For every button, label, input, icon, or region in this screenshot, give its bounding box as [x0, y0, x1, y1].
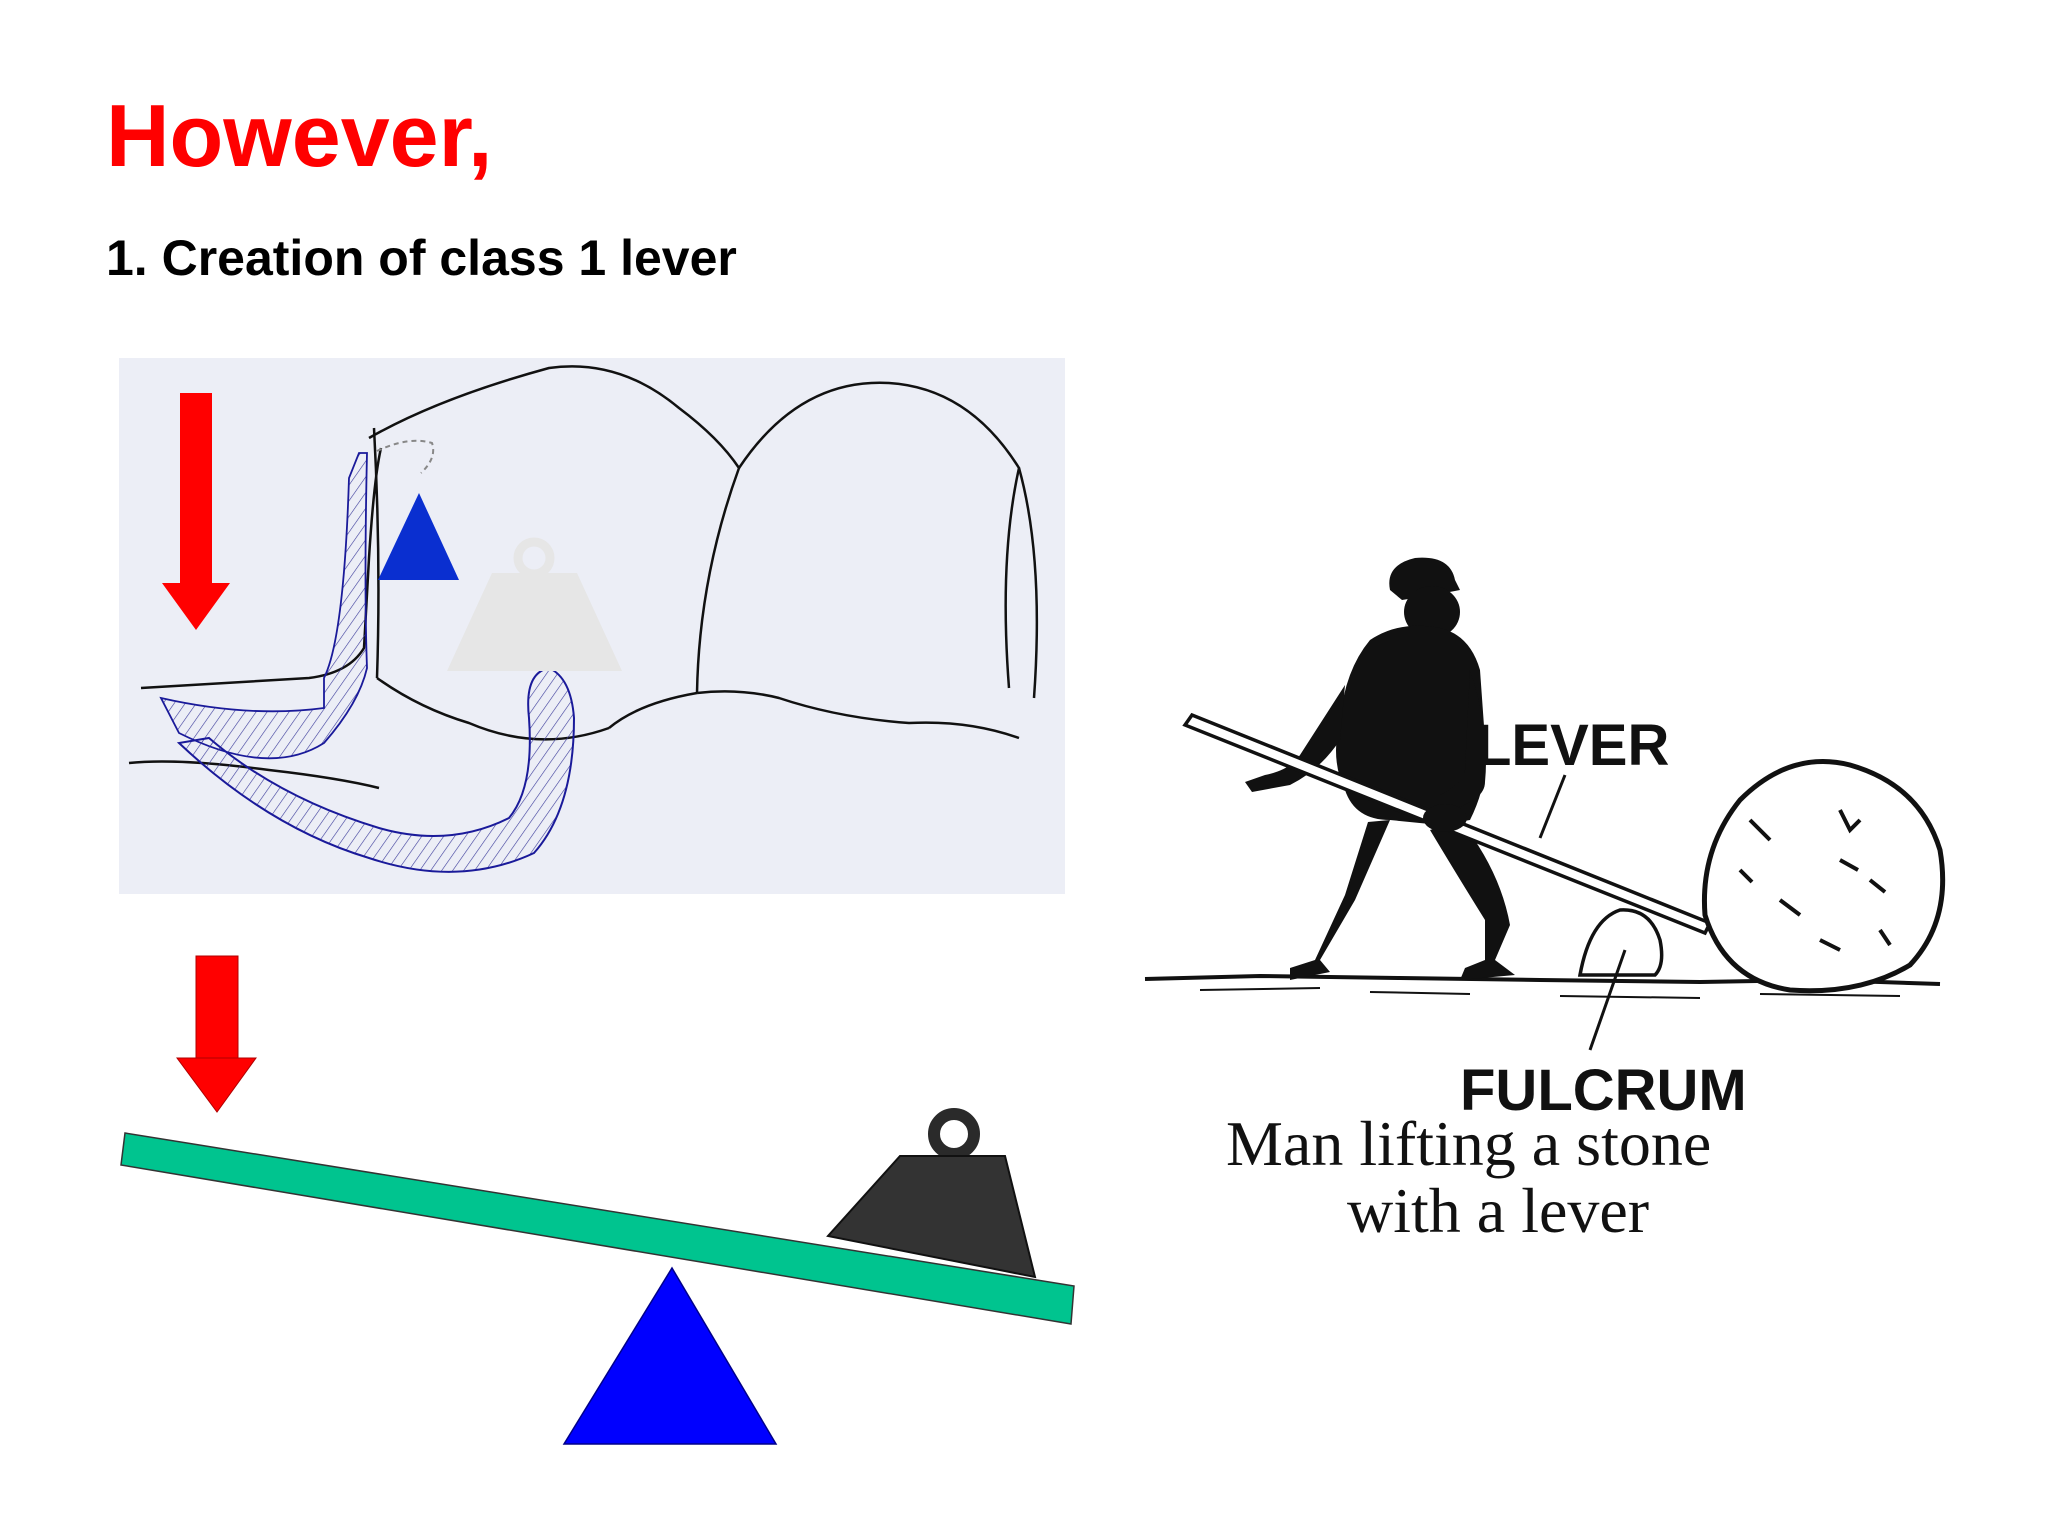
caption-line-1: Man lifting a stone — [1226, 1108, 1711, 1179]
fulcrum-rock — [1577, 908, 1664, 977]
clasp-arm-hatched — [159, 452, 368, 760]
load-weight-icon-faint — [447, 537, 622, 671]
stone — [1701, 759, 1946, 994]
fulcrum-triangle-icon — [562, 1266, 778, 1445]
slide-title: However, — [106, 86, 493, 185]
slide-subtitle: 1. Creation of class 1 lever — [106, 230, 737, 286]
man-lifting-stone-illustration: LEVER FULCRUM Man lifting a stone with a… — [1144, 557, 1946, 1246]
lever-beam — [120, 1132, 1075, 1325]
man-figure — [1245, 557, 1515, 980]
hand — [1423, 804, 1467, 832]
fulcrum-pointer — [1588, 949, 1627, 1051]
force-arrow-icon — [176, 955, 257, 1113]
force-arrow-icon — [162, 393, 230, 630]
caption-line-2: with a lever — [1347, 1175, 1649, 1246]
fulcrum-label: FULCRUM — [1460, 1058, 1747, 1123]
seesaw-lever-diagram — [120, 955, 1075, 1445]
lever-label: LEVER — [1476, 713, 1669, 778]
fulcrum-triangle-icon — [378, 493, 459, 580]
dental-clasp-diagram — [119, 358, 1065, 894]
rest-seat-dashed — [376, 439, 435, 474]
weight-icon — [826, 1108, 1037, 1279]
tooth-outlines — [128, 365, 1039, 790]
lever-pointer — [1538, 774, 1567, 839]
